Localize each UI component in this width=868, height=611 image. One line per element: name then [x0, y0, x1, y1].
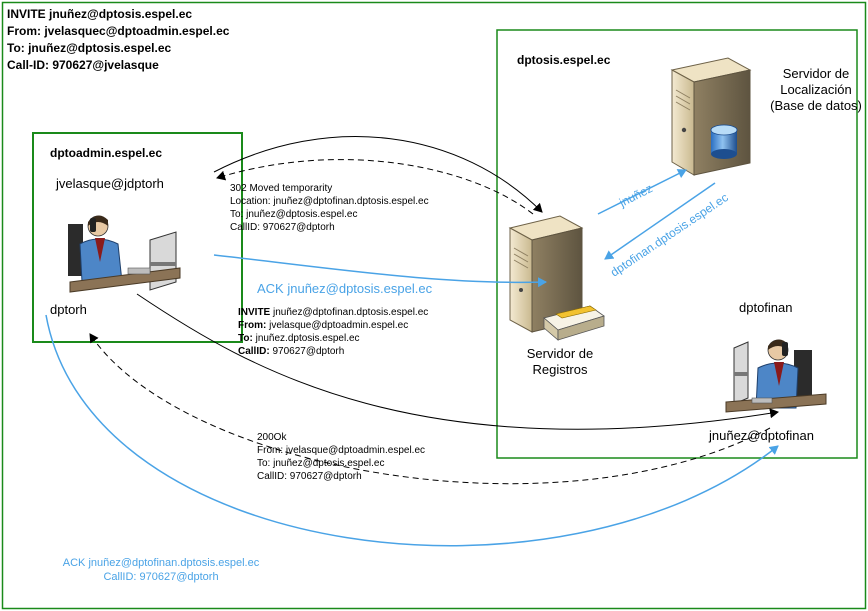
- invite-to-callee-arrow: [136, 293, 779, 430]
- ack-to-registrar-arrow: [213, 254, 547, 288]
- left-domain-name: dptoadmin.espel.ec: [50, 146, 163, 160]
- invite2-line1: INVITE jnuñez@dptofinan.dptosis.espel.ec: [238, 306, 428, 319]
- callee-user: jnuñez@dptofinan: [709, 428, 814, 443]
- invite2-val: jnuñez@dptofinan.dptosis.espel.ec: [270, 307, 429, 318]
- header-from: From: jvelasquec@dptoadmin.espel.ec: [7, 24, 230, 38]
- invite2-kw: INVITE: [238, 307, 271, 318]
- ok-200-label: 200Ok From: jvelasque@dptoadmin.espel.ec…: [257, 432, 426, 482]
- callee-person-icon: [725, 339, 827, 413]
- registrar-server-label: Servidor de Registros: [526, 346, 594, 377]
- invite2-line3: To: jnuñez.dptosis.espel.ec: [238, 332, 360, 345]
- invite2-line4: CallID: 970627@dptorh: [238, 345, 344, 358]
- ack-to-callee-label: ACK jnuñez@dptofinan.dptosis.espel.ec Ca…: [62, 557, 260, 583]
- left-domain-box: [32, 132, 243, 343]
- ok-200-arrow: [89, 333, 771, 485]
- invite2-line2: From: jvelasque@dptoadmin.espel.ec: [238, 319, 408, 332]
- right-domain-box: [496, 29, 858, 459]
- invite2-to-kw: To:: [238, 333, 253, 344]
- location-server-icon: [670, 57, 752, 176]
- invite2-from-kw: From:: [238, 320, 267, 331]
- header-invite: INVITE jnuñez@dptosis.espel.ec: [7, 7, 193, 21]
- moved-302-arrow: [216, 159, 534, 215]
- location-query-arrow: [597, 169, 687, 215]
- invite-to-registrar-arrow: [213, 136, 543, 213]
- ack-to-registrar-label: ACK jnuñez@dptosis.espel.ec: [257, 281, 433, 296]
- location-server-label: Servidor de Localización (Base de datos): [770, 66, 862, 113]
- invite2-from-val: jvelasque@dptoadmin.espel.ec: [266, 320, 409, 331]
- invite2-callid-val: 970627@dptorh: [269, 346, 345, 357]
- location-reply-arrow: [604, 182, 716, 260]
- caller-host: dptorh: [50, 302, 87, 317]
- header-callid: Call-ID: 970627@jvelasque: [7, 58, 159, 72]
- ack-to-callee-arrow: [45, 314, 779, 547]
- caller-user: jvelasque@jdptorh: [56, 176, 164, 191]
- caller-person-icon: [68, 215, 181, 293]
- header-to: To: jnuñez@dptosis.espel.ec: [7, 41, 172, 55]
- registrar-server-icon: [508, 215, 605, 341]
- callee-host: dptofinan: [739, 300, 793, 315]
- invite2-callid-kw: CallID:: [238, 346, 270, 357]
- invite2-to-val: jnuñez.dptosis.espel.ec: [252, 333, 360, 344]
- right-domain-name: dptosis.espel.ec: [517, 53, 611, 67]
- query-label: jnuñez: [616, 181, 655, 210]
- moved-302-label: 302 Moved temporarity Location: jnuñez@d…: [230, 183, 429, 233]
